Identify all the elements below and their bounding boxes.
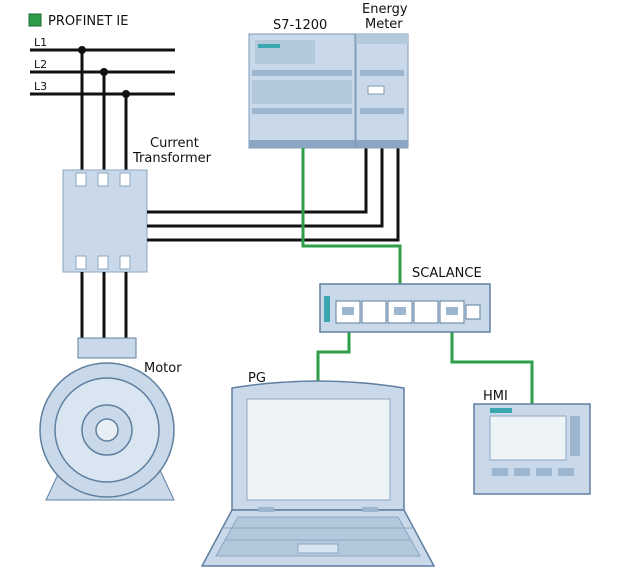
phase-drops [80,50,128,176]
ct-label-line1: Current [150,136,199,151]
profinet-legend-label: PROFINET IE [48,14,128,29]
energy-meter-module [355,33,409,149]
junction-dot-l2 [100,68,108,76]
ct-to-meter-wires [147,148,400,242]
hmi-label: HMI [483,389,508,404]
motor-label: Motor [144,361,182,376]
ct-to-motor-wires [80,272,128,340]
s7-1200-label: S7-1200 [273,18,327,33]
phase-l3-label: L3 [34,80,47,93]
energy-meter-label-line1: Energy [362,2,408,17]
profinet-links [301,148,534,404]
phase-l1-label: L1 [34,36,47,49]
energy-meter-label-line2: Meter [365,17,403,32]
pg-label: PG [248,371,266,386]
phase-l2-label: L2 [34,58,47,71]
current-transformer [62,169,148,273]
scalance-switch [319,283,491,333]
ct-label-line2: Transformer [132,151,212,166]
motor [39,337,175,501]
junction-dot-l3 [122,90,130,98]
scalance-label: SCALANCE [412,266,482,281]
s7-1200-plc [248,33,356,149]
junction-dot-l1 [78,46,86,54]
pg-laptop [200,380,436,567]
profinet-legend-swatch [28,13,42,27]
hmi-panel [473,403,591,495]
